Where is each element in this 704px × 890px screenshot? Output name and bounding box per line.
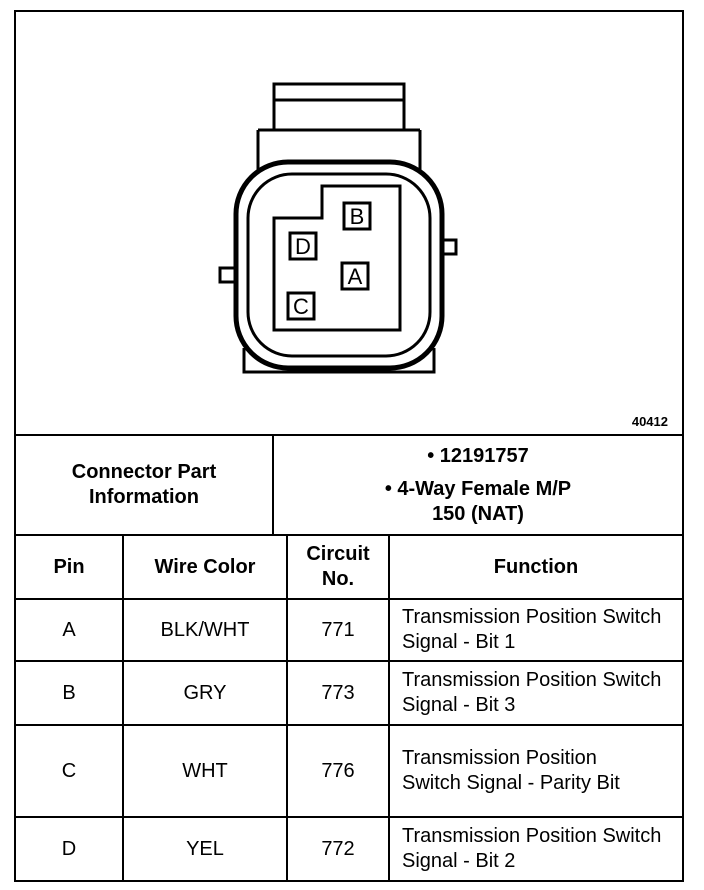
locking-tab [272, 82, 406, 130]
table-row-function: Transmission Position Switch Signal - Bi… [402, 825, 662, 872]
connector-description-2: 150 (NAT) [432, 502, 524, 525]
table-row-wire-color: GRY [183, 681, 227, 704]
rule [16, 660, 682, 662]
rule [16, 598, 682, 600]
table-row-wire-color: WHT [182, 759, 228, 782]
connector-part-info-label: Connector Part Information [71, 461, 217, 508]
pin-c-label: C [293, 294, 309, 319]
pin-b-box [342, 201, 372, 231]
table-row-circuit: 773 [321, 681, 355, 704]
connector-diagram-sheet: B D A C 40412 Connector Part Information… [14, 10, 684, 882]
rule [16, 434, 682, 436]
table-row-pin: B [62, 681, 76, 704]
rule [16, 724, 682, 726]
header-function: Function [493, 555, 579, 578]
rule [16, 816, 682, 818]
table-row-pin: C [61, 759, 77, 782]
table-row-pin: D [61, 837, 77, 860]
table-row-circuit: 772 [321, 837, 355, 860]
pin-a-label: A [348, 264, 363, 289]
pin-d-label: D [295, 234, 311, 259]
rule [286, 534, 288, 880]
pin-b-label: B [350, 204, 365, 229]
connector-part-info-values: • 12191757 • 4-Way Female M/P 150 (NAT) [274, 436, 682, 534]
left-ear [218, 266, 238, 284]
table-row-function: Transmission Position Switch Signal - Bi… [402, 669, 662, 716]
part-number: • 12191757 [427, 444, 529, 467]
header-pin: Pin [53, 555, 85, 578]
connector-housing [233, 159, 445, 371]
figure-id: 40412 [631, 414, 668, 429]
pin-cavity [272, 184, 402, 332]
table-row-wire-color: BLK/WHT [160, 618, 250, 641]
table-row-circuit: 776 [321, 759, 355, 782]
header-circuit-no: Circuit No. [306, 543, 370, 590]
table-row-pin: A [62, 618, 76, 641]
rule [122, 534, 124, 880]
rule [272, 434, 274, 536]
table-row-function: Transmission Position Switch Signal - Bi… [402, 606, 662, 653]
header-wire-color: Wire Color [154, 555, 256, 578]
right-ear [440, 238, 458, 256]
pin-d-box [288, 231, 318, 261]
rule [388, 534, 390, 880]
table-row-function: Transmission Position Switch Signal - Pa… [402, 747, 620, 794]
connector-description: • 4-Way Female M/P [384, 477, 572, 500]
table-row-wire-color: YEL [186, 837, 224, 860]
table-row-circuit: 771 [321, 618, 355, 641]
pin-c-box [286, 291, 316, 321]
pin-a-box [340, 261, 370, 291]
connector-illustration: B D A C [218, 82, 458, 374]
rule [16, 534, 682, 536]
